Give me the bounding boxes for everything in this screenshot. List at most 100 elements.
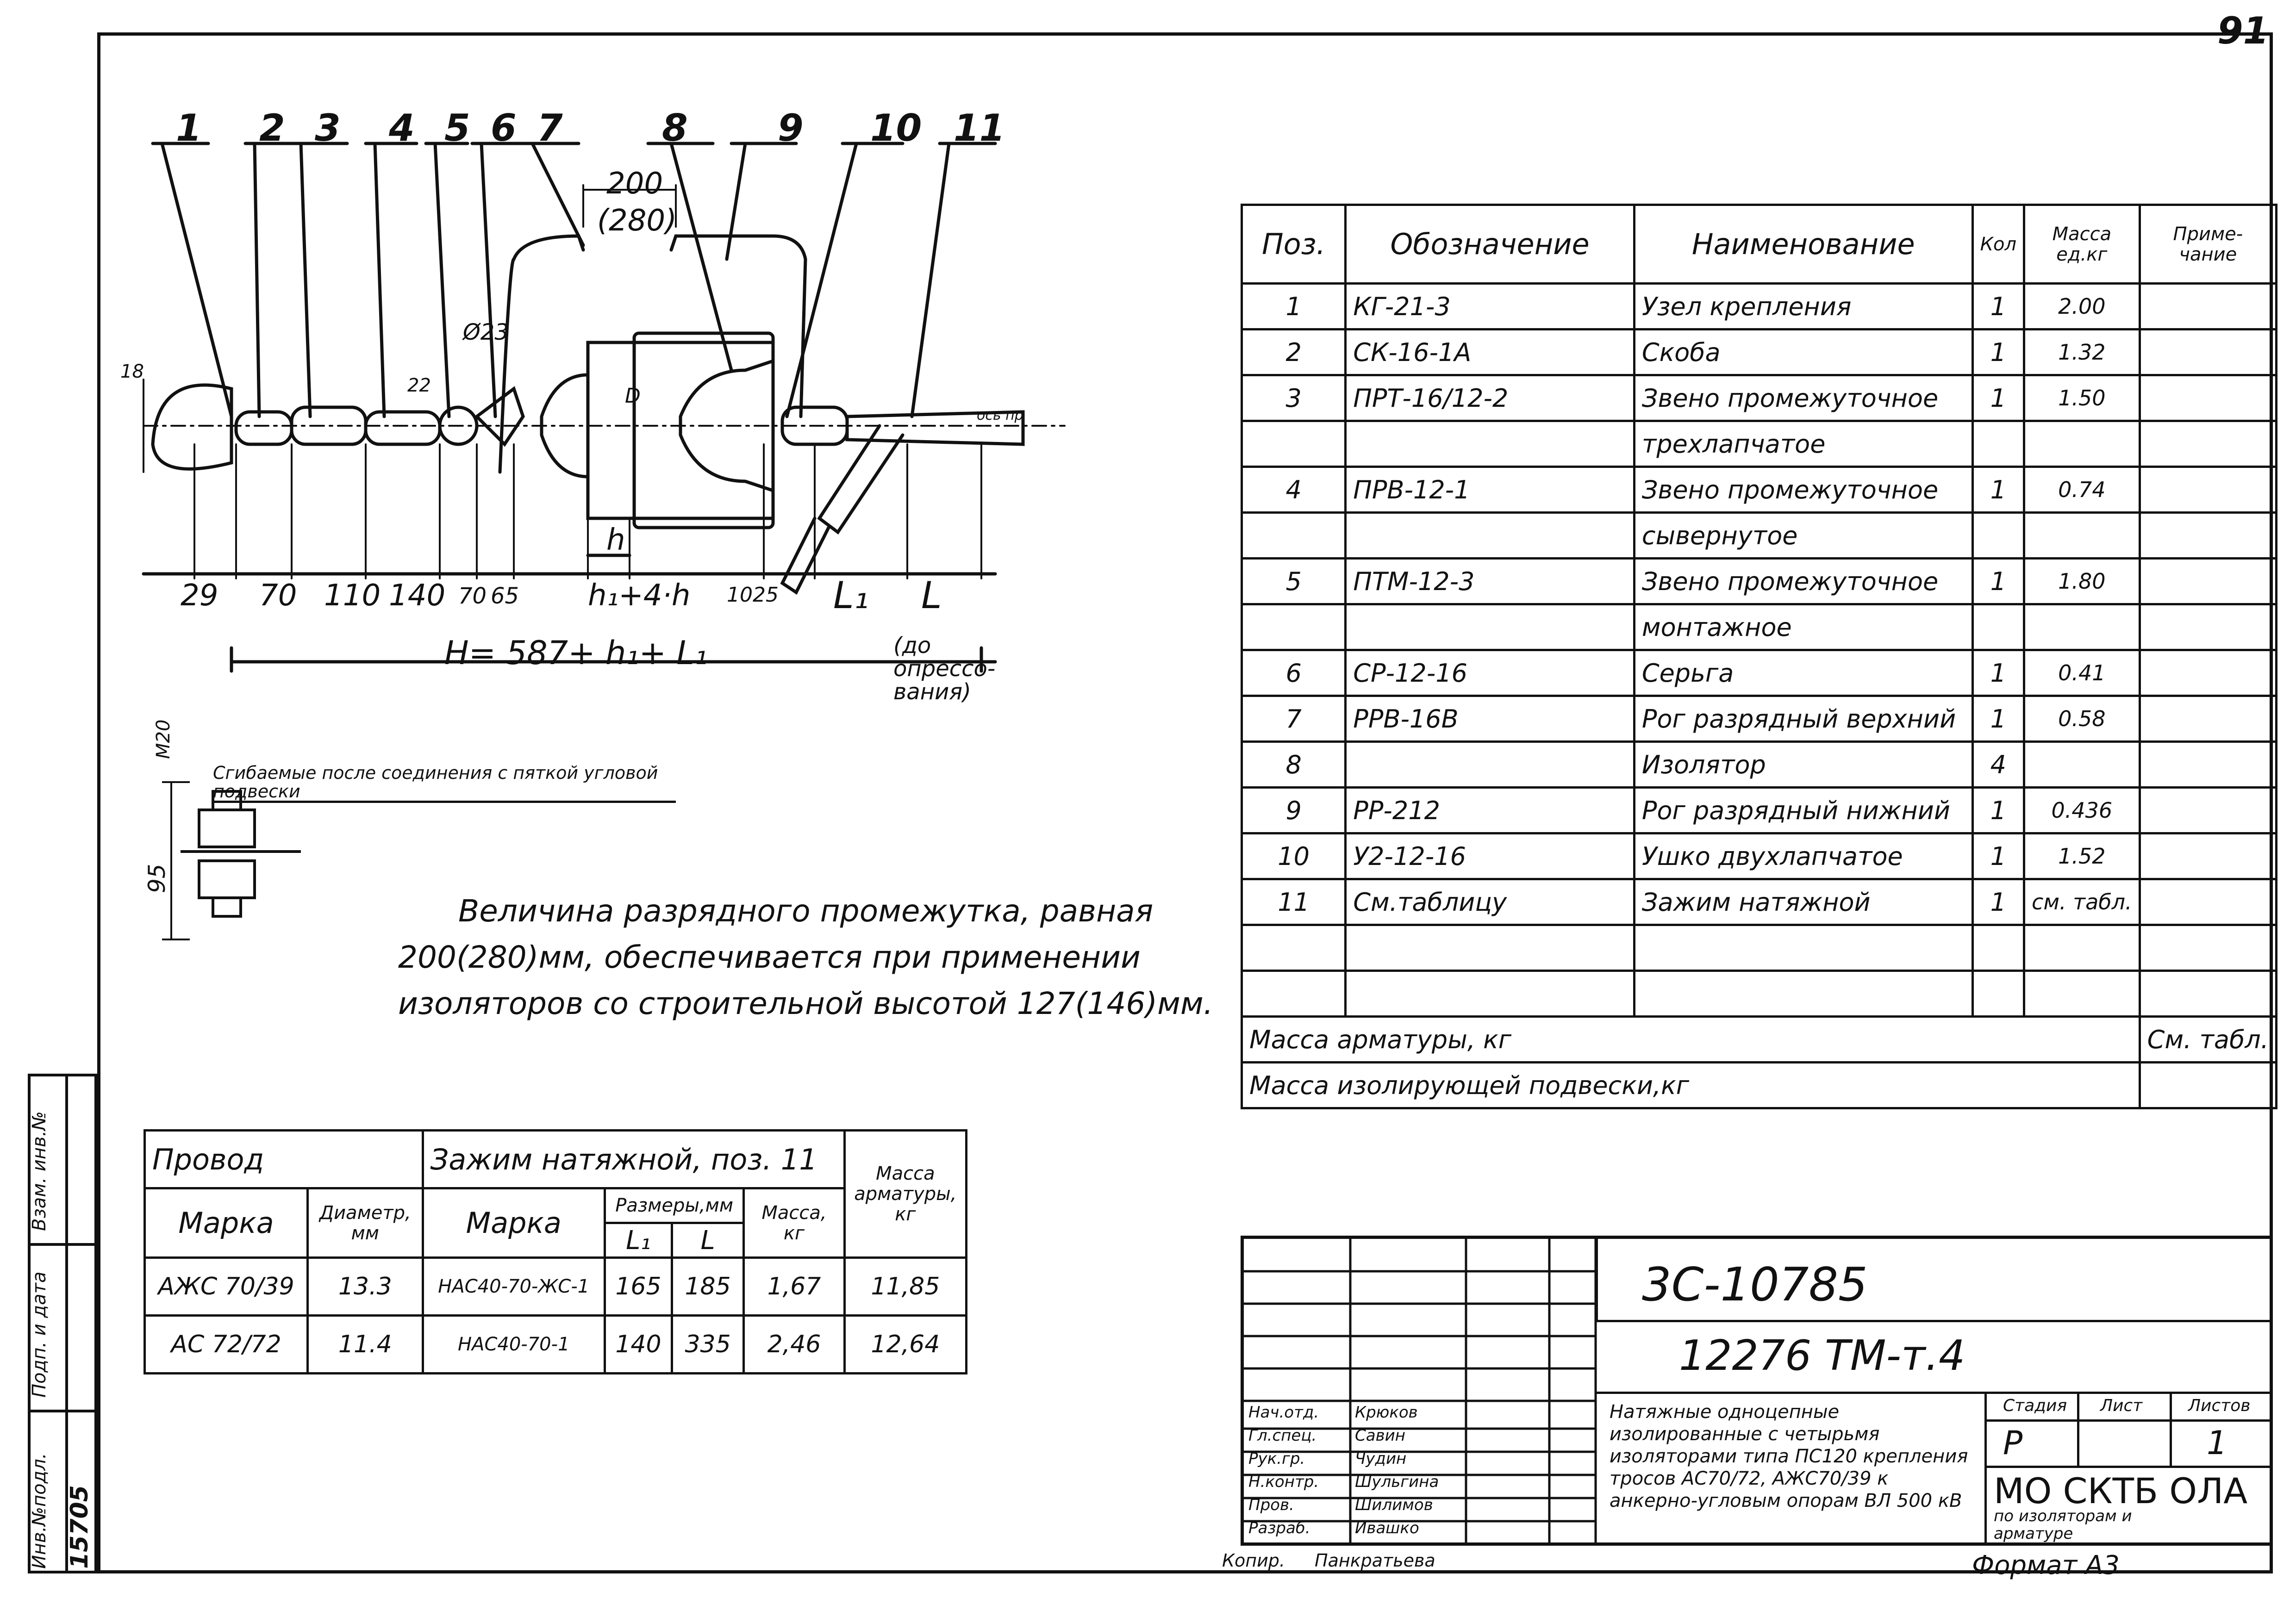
doc-title: Натяжные одноцепные изолированные с четы… [1610,1401,1968,1511]
callout-2: 2 [259,106,285,149]
wire-cell: 13.3 [306,1256,424,1317]
dim-l1: L₁ [833,574,869,617]
bend-note: Сгибаемыe после соединения с пяткой угло… [213,764,676,803]
dim-l: L [921,574,942,617]
spec-cell [2138,832,2278,880]
spec-cell [2138,466,2278,514]
spec-cell: Рог разрядный нижний [1633,786,1974,834]
callout-8: 8 [662,106,688,149]
detail-m20: М20 [153,719,174,759]
dim-1025: 1025 [727,583,779,607]
dim-110: 110 [324,578,381,613]
spec-cell: 1.80 [2023,557,2141,605]
spec-mass-suspension-label: Масса изолирующей подвески,кг [1241,1061,2141,1109]
spec-cell [1344,603,1635,651]
spec-cell [2138,328,2278,376]
sheet-number: 91 [2217,9,2269,52]
before-press-note: (до опрессо-вания) [893,633,996,705]
wire-cell: 335 [670,1314,745,1374]
gap-note-line-3: изоляторов со строительной высотой 127(1… [398,986,1213,1021]
doc-code-2: 12276 ТМ-т.4 [1679,1331,1965,1380]
copier-name: Панкратьева [1315,1550,1435,1571]
spec-cell [2138,786,2278,834]
spec-cell [1240,970,1347,1018]
spec-cell: 2 [1240,328,1347,376]
spec-cell: 11 [1240,878,1347,926]
spec-mass-suspension-row: Масса изолирующей подвески,кг [1241,1061,2278,1109]
spec-cell [1344,420,1635,468]
wire-h-l1: L₁ [604,1222,673,1259]
spec-cell: СК-16-1А [1344,328,1635,376]
format-label: Формат А3 [1972,1550,2120,1580]
spec-cell: 1 [1971,374,2026,422]
spec-cell: 4 [1971,740,2026,789]
spec-cell: 3 [1240,374,1347,422]
spec-cell: 1 [1971,557,2026,605]
spec-cell [2138,649,2278,697]
gap-note-line-2: 200(280)мм, обеспечивается при применени… [398,939,1141,975]
gap-dim-alt: (280) [597,204,677,238]
wire-h-wire: Провод [144,1129,424,1189]
spec-row [1240,924,2278,972]
title-block: 3С-10785 12276 ТМ-т.4 Натяжные одноцепны… [1241,1236,2273,1546]
spec-cell: 6 [1240,649,1347,697]
spec-cell: 1 [1971,282,2026,330]
spec-cell: 1 [1971,832,2026,880]
wire-cell: 2,46 [742,1314,846,1374]
wire-h-mark: Марка [143,1187,309,1259]
spec-cell: Звено промежуточное [1633,557,1974,605]
detail-95: 95 [144,864,170,893]
spec-cell [2023,970,2141,1018]
spec-h-qty: Кол [1971,204,2026,285]
org-name: МО СКТБ ОЛА [1994,1470,2248,1511]
wire-cell: 165 [604,1256,673,1317]
wire-cell: НАС40-70-1 [421,1314,606,1374]
spec-cell [1344,970,1635,1018]
spec-row: монтажное [1240,603,2278,651]
spec-cell: см. табл. [2023,878,2141,926]
wire-cell: 185 [670,1256,745,1317]
spec-cell: Звено промежуточное [1633,374,1974,422]
wire-cell: 1,67 [742,1256,846,1317]
spec-mass-fittings-label: Масса арматуры, кг [1241,1015,2140,1063]
spec-cell [2138,695,2278,743]
name-1: Савин [1355,1426,1405,1445]
spec-cell: Серьга [1633,649,1974,697]
side-stamp-replace: Взам. инв.№ [29,1111,50,1231]
spec-mass-fittings-row: Масса арматуры, кг См. табл. [1241,1015,2278,1063]
axis-label: ось пр [977,407,1023,423]
wire-h-l: L [670,1222,745,1259]
name-3: Шульгина [1355,1473,1439,1491]
sheets-header: Листов [2188,1396,2251,1415]
dim-h: h [606,523,625,557]
dim-29: 29 [181,578,218,613]
spec-cell: 9 [1240,786,1347,834]
dim-70b: 70 [458,583,487,609]
spec-cell [1240,511,1347,560]
spec-cell: Узел крепления [1633,282,1974,330]
spec-cell [1971,970,2026,1018]
spec-cell: 1 [1971,695,2026,743]
callout-11: 11 [954,106,1005,149]
callout-10: 10 [870,106,922,149]
sheets-value: 1 [2207,1424,2227,1462]
spec-cell: монтажное [1633,603,1974,651]
spec-cell: РР-212 [1344,786,1635,834]
stage-value: Р [2003,1424,2023,1462]
spec-cell: 8 [1240,740,1347,789]
callout-6: 6 [491,106,517,149]
spec-cell: сывернутое [1633,511,1974,560]
dim-140: 140 [389,578,446,613]
spec-cell [2138,511,2278,560]
name-5: Ивашко [1355,1519,1419,1537]
spec-cell: 1.52 [2023,832,2141,880]
name-2: Чудин [1355,1449,1407,1468]
spec-cell [2138,420,2278,468]
wire-h-clamp-mark: Марка [421,1187,606,1259]
spec-cell [2023,603,2141,651]
